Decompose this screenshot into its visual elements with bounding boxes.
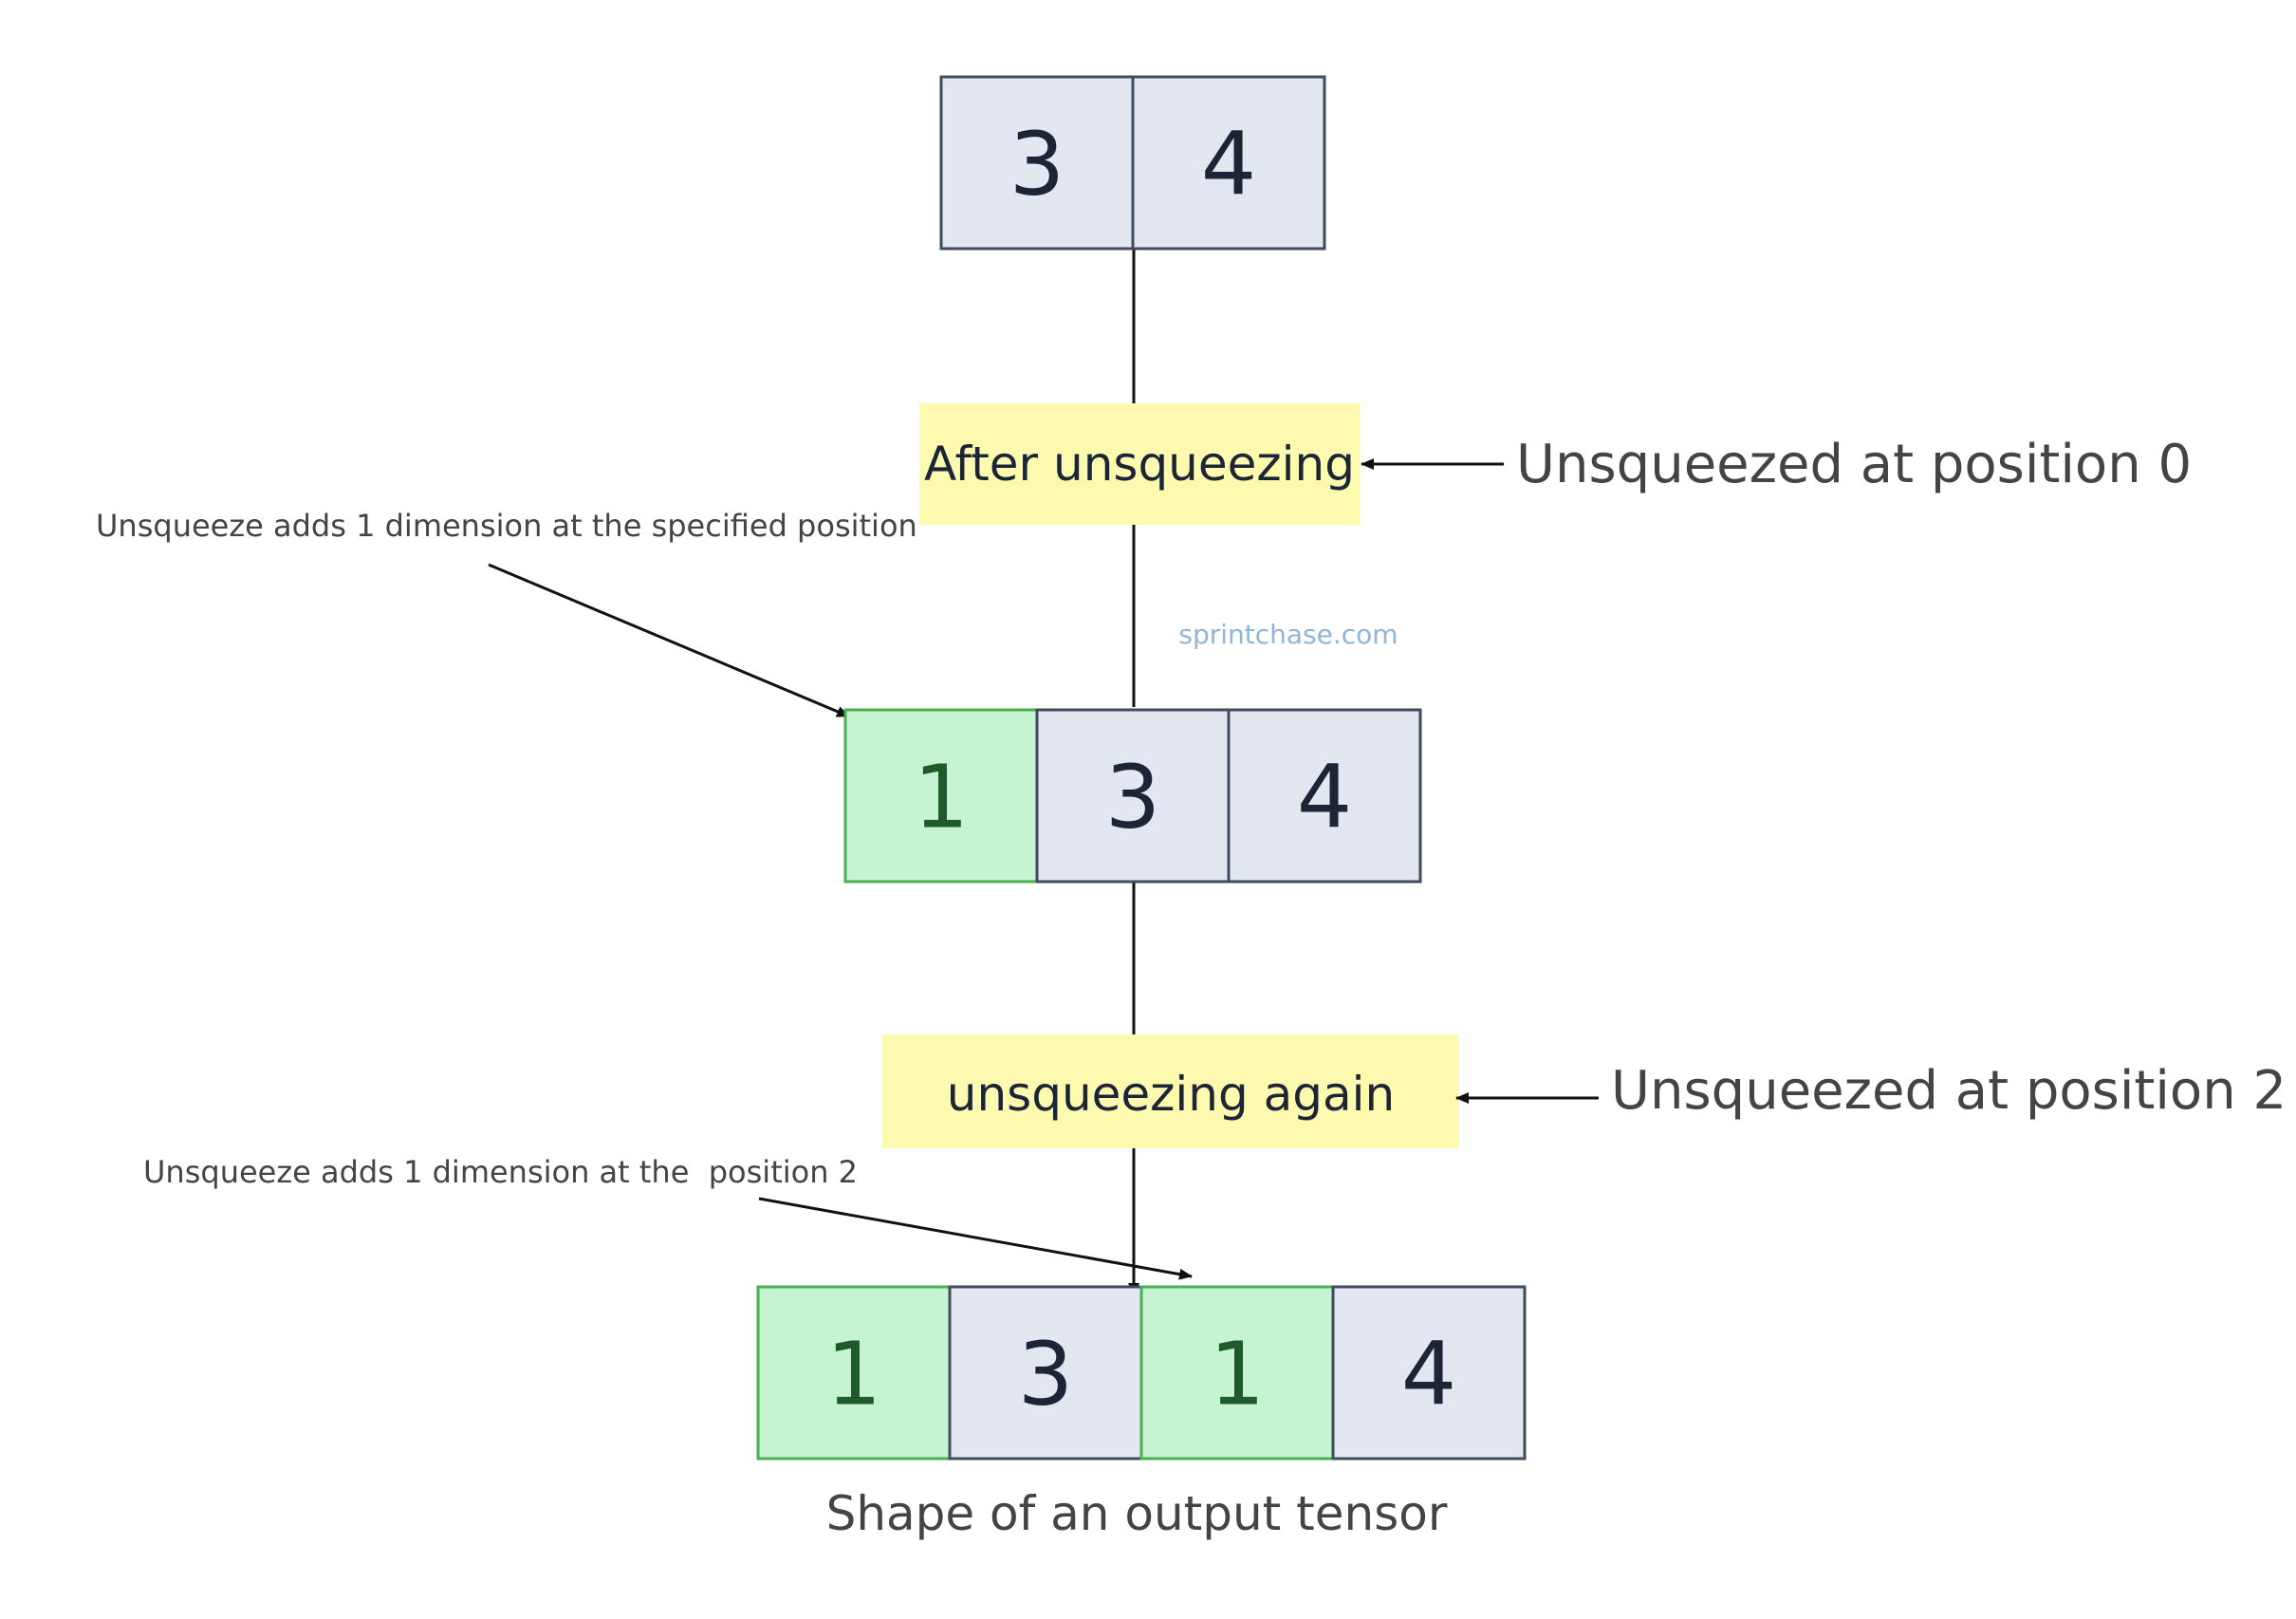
step2-note-box [882, 1034, 1459, 1148]
cell-value: 4 [1201, 114, 1257, 215]
step2-label: unsqueezing again [947, 1067, 1395, 1122]
output-caption: Shape of an output tensor [826, 1486, 1448, 1541]
cell-value: 4 [1401, 1324, 1457, 1425]
cell-box [948, 1285, 1143, 1461]
annotation1-arrow [488, 563, 850, 718]
dim-cell: 4 [1331, 1285, 1527, 1461]
step1-note-box [919, 403, 1360, 525]
watermark: sprintchase.com [1178, 619, 1398, 650]
step1-note: After unsqueezing [919, 403, 1360, 525]
step1-label: After unsqueezing [924, 437, 1355, 492]
cell-value: 3 [1105, 747, 1161, 848]
cell-box [1227, 708, 1422, 884]
annotation2-arrow [758, 1197, 1193, 1280]
step2-note: unsqueezing again [882, 1034, 1459, 1148]
dim-cell: 3 [1035, 708, 1231, 884]
cell-value: 3 [1018, 1324, 1074, 1425]
dim-cell: 4 [1131, 75, 1326, 251]
cell-box [1131, 75, 1326, 251]
added-dim-cell: 1 [756, 1285, 952, 1461]
cell-box [1331, 1285, 1527, 1461]
cell-value: 1 [1210, 1324, 1266, 1425]
cell-box [939, 75, 1135, 251]
dim-cell: 3 [948, 1285, 1143, 1461]
cell-value: 1 [914, 747, 970, 848]
cell-value: 3 [1009, 114, 1065, 215]
tensor1: 1 3 4 [843, 708, 1422, 884]
added-dim-cell: 1 [1139, 1285, 1335, 1461]
cell-value: 4 [1297, 747, 1353, 848]
side-note1: Unsqueezed at position 0 [1516, 434, 2192, 495]
output-tensor: 1 3 1 4 [756, 1285, 1527, 1461]
annotation2: Unsqueeze adds 1 dimension at the positi… [143, 1154, 858, 1190]
annotation1: Unsqueeze adds 1 dimension at the specif… [96, 508, 917, 544]
side-note2: Unsqueezed at position 2 [1611, 1060, 2287, 1122]
cell-box [756, 1285, 952, 1461]
dim-cell: 3 [939, 75, 1135, 251]
cell-value: 1 [826, 1324, 882, 1425]
dim-cell: 4 [1227, 708, 1422, 884]
added-dim-cell: 1 [843, 708, 1039, 884]
